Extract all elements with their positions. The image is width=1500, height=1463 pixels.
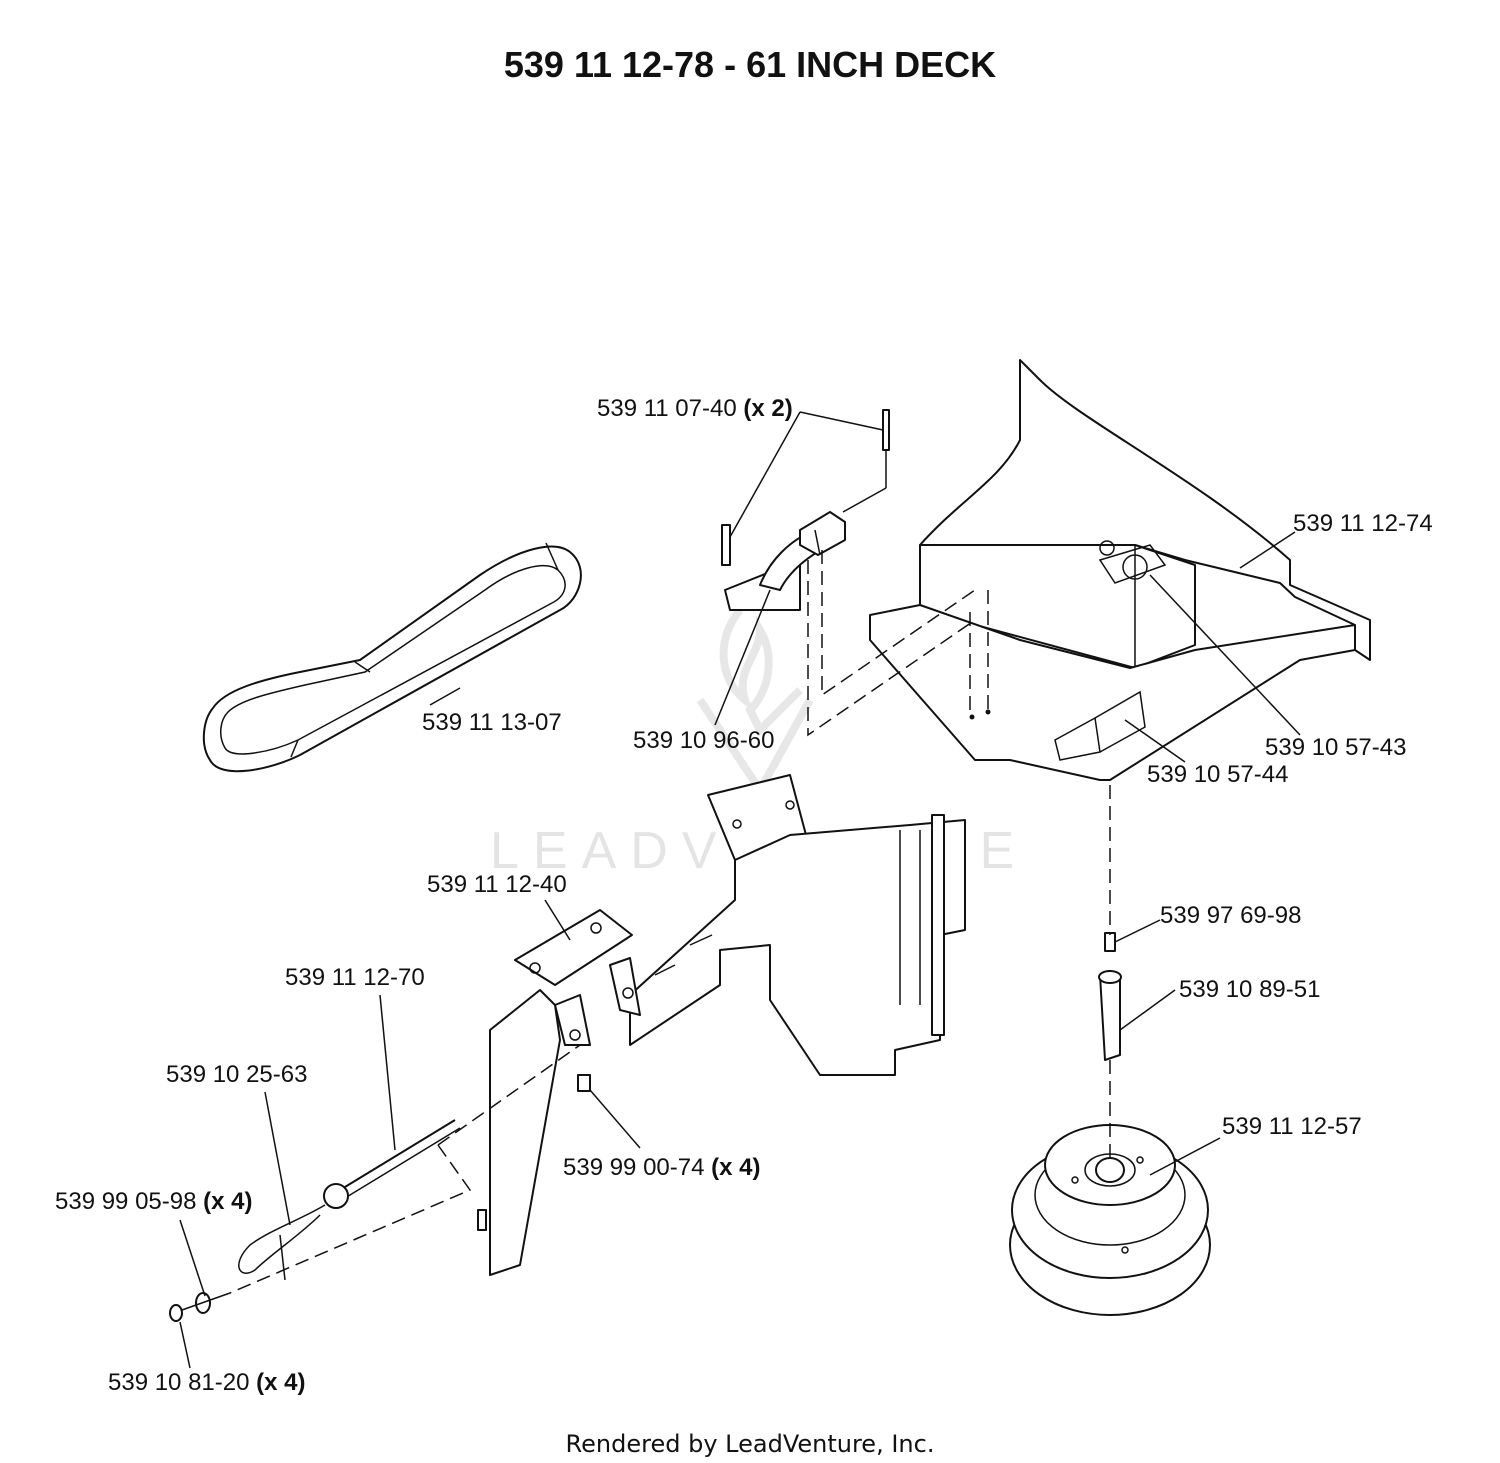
callout-knob: 539 10 96-60 xyxy=(633,727,774,754)
watermark-logo xyxy=(696,607,814,798)
callout-rivet: 539 11 07-40 (x 2) xyxy=(597,395,793,422)
belt-drawing xyxy=(202,542,582,773)
callout-fitting: 539 97 69-98 xyxy=(1160,902,1301,929)
callout-bracket: 539 11 12-40 xyxy=(427,871,567,898)
callout-washer: 539 99 05-98 (x 4) xyxy=(55,1188,253,1215)
knob-drawing xyxy=(721,409,890,611)
callout-nut: 539 10 81-20 (x 4) xyxy=(108,1369,306,1396)
callout-belt: 539 11 13-07 xyxy=(422,709,562,736)
callout-decal2: 539 10 57-44 xyxy=(1147,761,1288,788)
deflector-panel-drawing xyxy=(629,774,966,1076)
deck-cover-drawing xyxy=(869,359,1371,781)
leader-lines xyxy=(179,411,1301,1369)
washer-nut-drawing xyxy=(169,1292,231,1322)
hairpin-drawing xyxy=(238,1204,326,1281)
callout-rod: 539 11 12-70 xyxy=(285,964,425,991)
assembly-lines xyxy=(229,550,1111,1294)
bracket-drawing xyxy=(489,909,641,1276)
callout-cover: 539 11 12-74 xyxy=(1293,510,1433,537)
callout-pulley: 539 11 12-57 xyxy=(1222,1113,1362,1140)
callout-bolt: 539 99 00-74 (x 4) xyxy=(563,1154,761,1181)
pulley-drawing xyxy=(1009,1124,1211,1316)
callout-spindle-bolt: 539 10 89-51 xyxy=(1179,976,1320,1003)
footer-credit: Rendered by LeadVenture, Inc. xyxy=(565,1430,935,1458)
page-title: 539 11 12-78 - 61 INCH DECK xyxy=(503,44,997,85)
callout-pin: 539 10 25-63 xyxy=(166,1061,307,1088)
spindle-bolt-drawing xyxy=(1098,932,1122,1061)
rod-drawing xyxy=(323,1074,591,1231)
callout-decal1: 539 10 57-43 xyxy=(1265,734,1406,761)
